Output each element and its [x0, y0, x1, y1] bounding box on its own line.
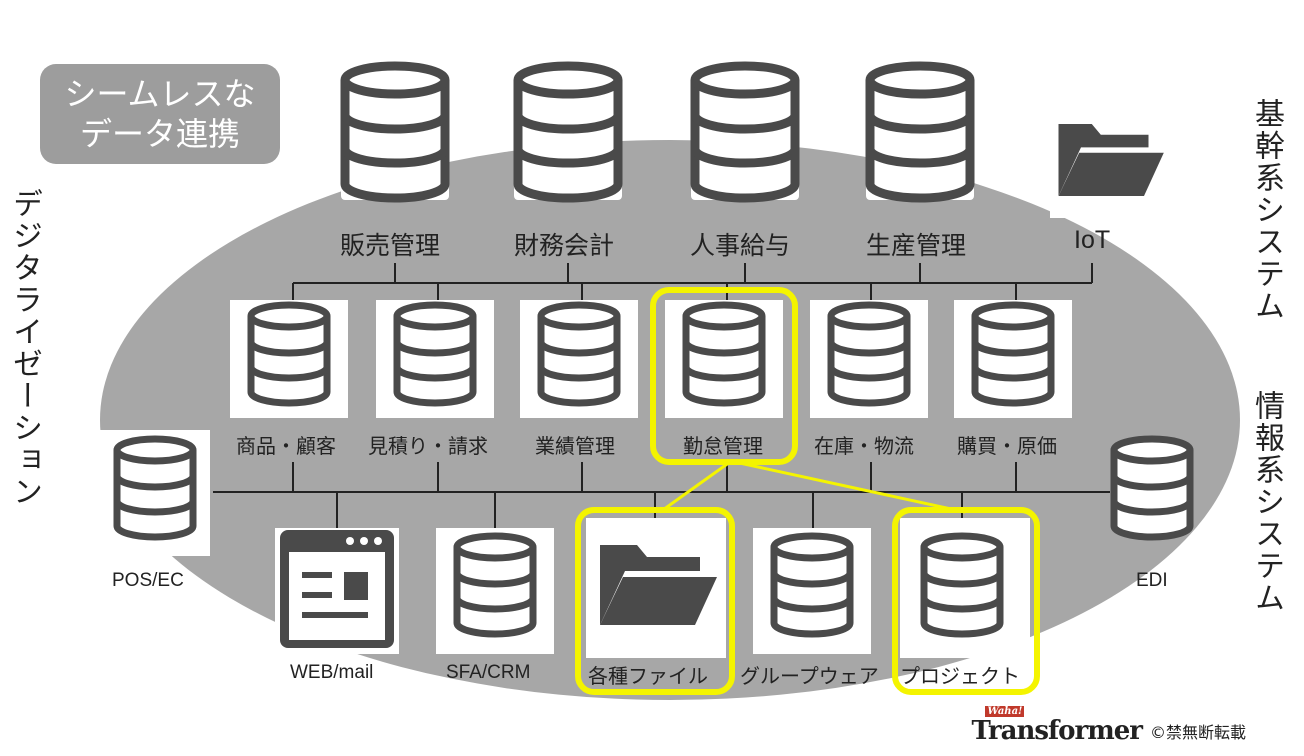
- info-db-estimates: [397, 305, 473, 403]
- info-label-products: 商品・顧客: [236, 434, 336, 458]
- core-label-production: 生産管理: [866, 231, 967, 260]
- info-db-products: [251, 305, 327, 403]
- highlight-links: [659, 460, 966, 514]
- files-folder-icon: [600, 545, 717, 625]
- files-label: 各種ファイル: [588, 664, 708, 688]
- web-mail-icon: [280, 530, 394, 648]
- sfa-crm-label: SFA/CRM: [446, 662, 531, 683]
- info-db-purchasing: [975, 305, 1051, 403]
- side-label-right-top: 基幹系システム: [1249, 98, 1284, 322]
- badge-line1: シームレスな: [64, 75, 256, 113]
- project-db: [924, 536, 1000, 634]
- core-label-sales: 販売管理: [340, 231, 441, 260]
- logo-text: Transformer: [971, 716, 1143, 746]
- info-label-purchasing: 購買・原価: [957, 434, 1057, 458]
- core-db-sales: [341, 64, 449, 200]
- transformer-logo: Waha! Transformer: [971, 706, 1143, 746]
- info-db-attendance: [686, 305, 762, 403]
- project-label: プロジェクト: [900, 664, 1020, 688]
- core-db-finance: [514, 64, 622, 200]
- info-db-performance: [541, 305, 617, 403]
- logo-small-text: Waha!: [985, 706, 1025, 717]
- pos-ec-label: POS/EC: [112, 570, 184, 591]
- footer: Waha! Transformer ©禁無断転載: [971, 706, 1246, 746]
- groupware-label: グループウェア: [740, 664, 879, 688]
- side-label-left: デジタライゼーション: [7, 188, 42, 508]
- edi-db: [1114, 439, 1190, 537]
- seamless-data-badge: シームレスな データ連携: [40, 64, 280, 164]
- side-label-right-bottom: 情報系システム: [1249, 390, 1284, 614]
- highlight-frames: [575, 287, 1040, 695]
- groupware-db: [774, 536, 850, 634]
- core-db-hr: [691, 64, 799, 200]
- core-label-finance: 財務会計: [514, 231, 615, 260]
- info-label-estimates: 見積り・請求: [368, 434, 488, 458]
- info-label-inventory: 在庫・物流: [814, 434, 914, 458]
- core-db-production: [866, 64, 974, 200]
- info-label-performance: 業績管理: [535, 434, 615, 458]
- info-db-inventory: [831, 305, 907, 403]
- badge-line2: データ連携: [79, 115, 240, 153]
- copyright-text: ©禁無断転載: [1149, 723, 1246, 742]
- info-label-attendance: 勤怠管理: [683, 434, 763, 458]
- iot-folder-icon: [1058, 124, 1164, 196]
- web-mail-label: WEB/mail: [290, 662, 374, 683]
- pos-ec-db: [117, 439, 193, 537]
- iot-label: IoT: [1074, 226, 1111, 254]
- edi-label: EDI: [1136, 570, 1168, 591]
- sfa-crm-db: [457, 536, 533, 634]
- core-label-hr: 人事給与: [690, 231, 791, 260]
